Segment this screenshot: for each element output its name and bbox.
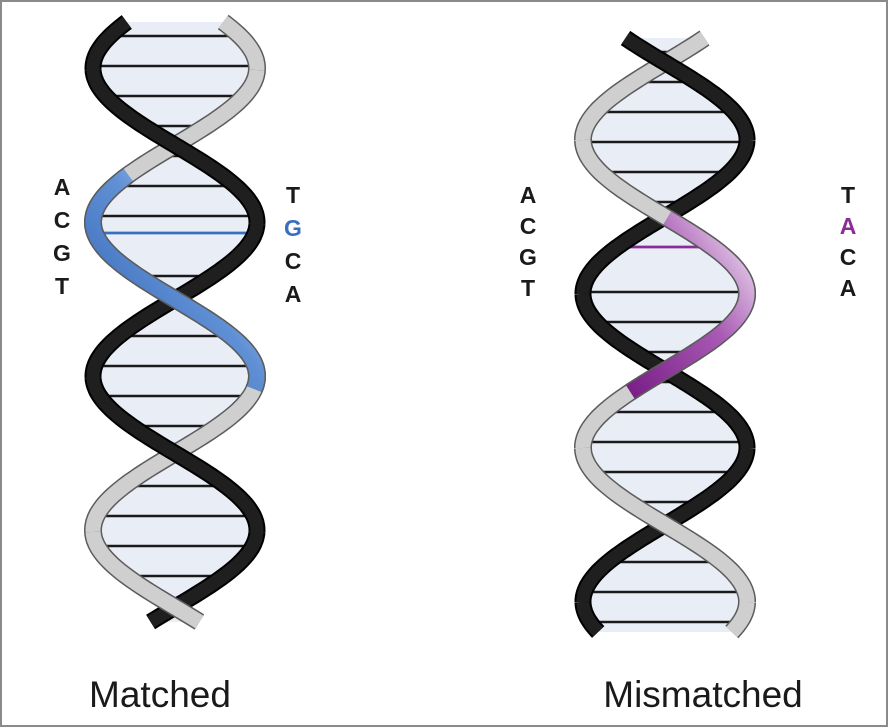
caption-matched: Matched: [89, 674, 231, 715]
right-base-2: C: [840, 244, 857, 270]
left-base-1: C: [54, 207, 71, 233]
left-base-2: G: [53, 240, 71, 266]
right-base-2: C: [285, 248, 302, 274]
left-base-1: C: [520, 213, 537, 239]
left-base-0: A: [54, 174, 71, 200]
left-base-2: G: [519, 244, 537, 270]
left-base-3: T: [55, 273, 69, 299]
right-base-0: T: [286, 182, 300, 208]
right-base-3: A: [285, 281, 302, 307]
left-base-3: T: [521, 275, 535, 301]
left-base-0: A: [520, 182, 537, 208]
caption-mismatched: Mismatched: [603, 674, 802, 715]
right-base-3: A: [840, 275, 857, 301]
highlighted-right-base: G: [284, 215, 302, 241]
right-base-0: T: [841, 182, 855, 208]
highlighted-right-base: A: [840, 213, 857, 239]
